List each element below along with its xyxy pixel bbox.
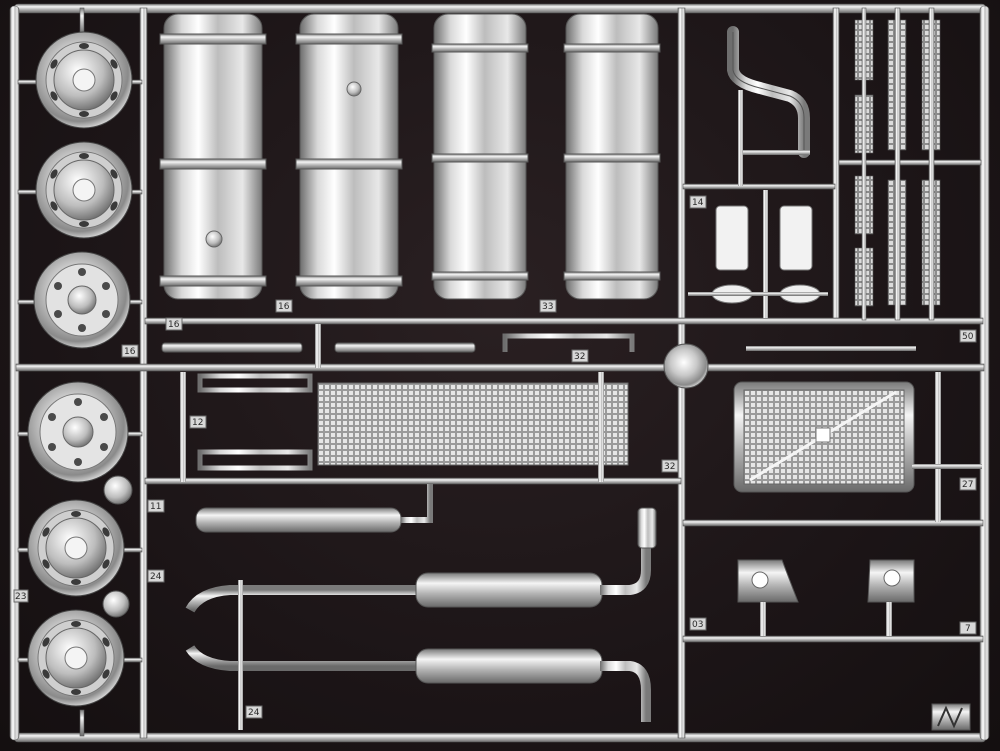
grille-mesh [317,382,629,466]
wheel-column [27,31,133,707]
part-tag: 7 [965,624,971,634]
wheel-rim [35,31,133,129]
hub-cap [102,590,130,618]
part-tag: 50 [962,332,974,342]
wheel-rim [27,499,125,597]
rod [334,342,476,353]
part-tag: 33 [542,302,553,312]
part-tag: 16 [124,347,136,357]
kit-logo-icon [931,703,971,731]
exhaust-stack [727,26,810,158]
part-tag: 27 [962,480,973,490]
part-tag: 11 [150,502,161,512]
part-tag: 14 [692,198,704,208]
step-plates [854,7,941,321]
part-tag: 24 [248,708,260,718]
wheel-rim [27,381,129,483]
part-number-tags: 16 33 16 16 32 50 14 12 32 27 11 24 23 2… [13,195,977,719]
part-tag: 16 [278,302,290,312]
wheel-rim [33,251,131,349]
wheel-rim [35,141,133,239]
upper-right-parts [688,26,828,318]
part-tag: 12 [192,418,203,428]
muffler [415,648,603,684]
fuel-tank [159,13,267,300]
fuel-tank [563,13,661,300]
part-tag: 32 [574,352,585,362]
fuel-tanks [159,13,661,300]
radiator-grille [733,372,982,522]
part-tag: 03 [692,620,703,630]
wheel-rim [27,609,125,707]
middle-parts [161,324,916,482]
muffler-small [195,507,402,533]
headlight-parts [737,559,915,636]
mirror [715,205,749,271]
fuel-tank [431,13,529,300]
mirror [779,205,813,271]
muffler [415,572,603,608]
horn-dome [663,343,709,389]
exhaust-pipe [185,645,420,671]
part-tag: 32 [664,462,675,472]
fuel-tank [295,13,403,300]
rod [161,342,303,353]
part-tag: 16 [168,320,180,330]
hub-cap [103,475,133,505]
part-tag: 24 [150,572,162,582]
part-tag: 23 [15,592,26,602]
exhaust-pipe [185,585,420,613]
exhaust-assembly [150,484,657,730]
